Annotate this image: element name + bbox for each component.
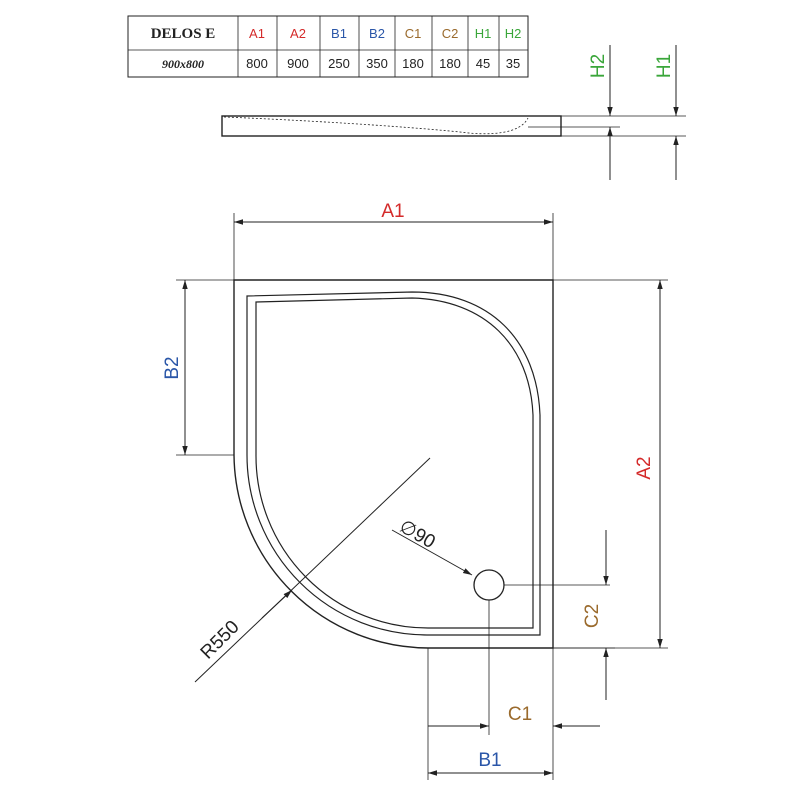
value-h1: 45 bbox=[476, 56, 490, 71]
radius-arrow bbox=[261, 589, 293, 619]
header-c2: C2 bbox=[442, 26, 459, 41]
header-a1: A1 bbox=[249, 26, 265, 41]
label-c1: C1 bbox=[508, 704, 532, 725]
label-c2: C2 bbox=[582, 604, 603, 628]
label-a1: A1 bbox=[381, 201, 404, 222]
spec-table: DELOS E 900x800 A1 A2 B1 B2 C1 C2 H1 H2 … bbox=[127, 15, 529, 78]
tray-basin bbox=[255, 297, 534, 629]
plan-view: ∅90 R550 A1 A2 B2 C2 C1 bbox=[162, 201, 668, 780]
value-h2: 35 bbox=[506, 56, 520, 71]
drain-circle bbox=[473, 569, 505, 601]
header-c1: C1 bbox=[405, 26, 422, 41]
tray-outline bbox=[233, 279, 554, 649]
table-frame bbox=[127, 15, 529, 78]
label-h2: H2 bbox=[588, 54, 609, 78]
value-a1: 800 bbox=[246, 56, 268, 71]
tray-hidden-slope bbox=[223, 116, 529, 135]
header-a2: A2 bbox=[290, 26, 306, 41]
model-size: 900x800 bbox=[162, 57, 204, 71]
label-h1: H1 bbox=[654, 54, 675, 78]
header-b1: B1 bbox=[331, 26, 347, 41]
value-b1: 250 bbox=[328, 56, 350, 71]
value-c2: 180 bbox=[439, 56, 461, 71]
header-b2: B2 bbox=[369, 26, 385, 41]
value-c1: 180 bbox=[402, 56, 424, 71]
label-b2: B2 bbox=[162, 356, 183, 379]
drain-leader bbox=[391, 529, 473, 576]
value-b2: 350 bbox=[366, 56, 388, 71]
label-drain-diameter: ∅90 bbox=[396, 516, 439, 553]
label-radius: R550 bbox=[197, 617, 244, 664]
radius-leader bbox=[194, 457, 431, 683]
side-profile-view: H2 H1 bbox=[221, 45, 686, 180]
label-a2: A2 bbox=[634, 456, 655, 479]
header-h1: H1 bbox=[475, 26, 492, 41]
tray-profile bbox=[221, 115, 562, 137]
label-b1: B1 bbox=[478, 750, 501, 771]
model-name: DELOS E bbox=[151, 26, 216, 42]
header-h2: H2 bbox=[505, 26, 522, 41]
tray-inner-rim bbox=[246, 291, 541, 636]
value-a2: 900 bbox=[287, 56, 309, 71]
